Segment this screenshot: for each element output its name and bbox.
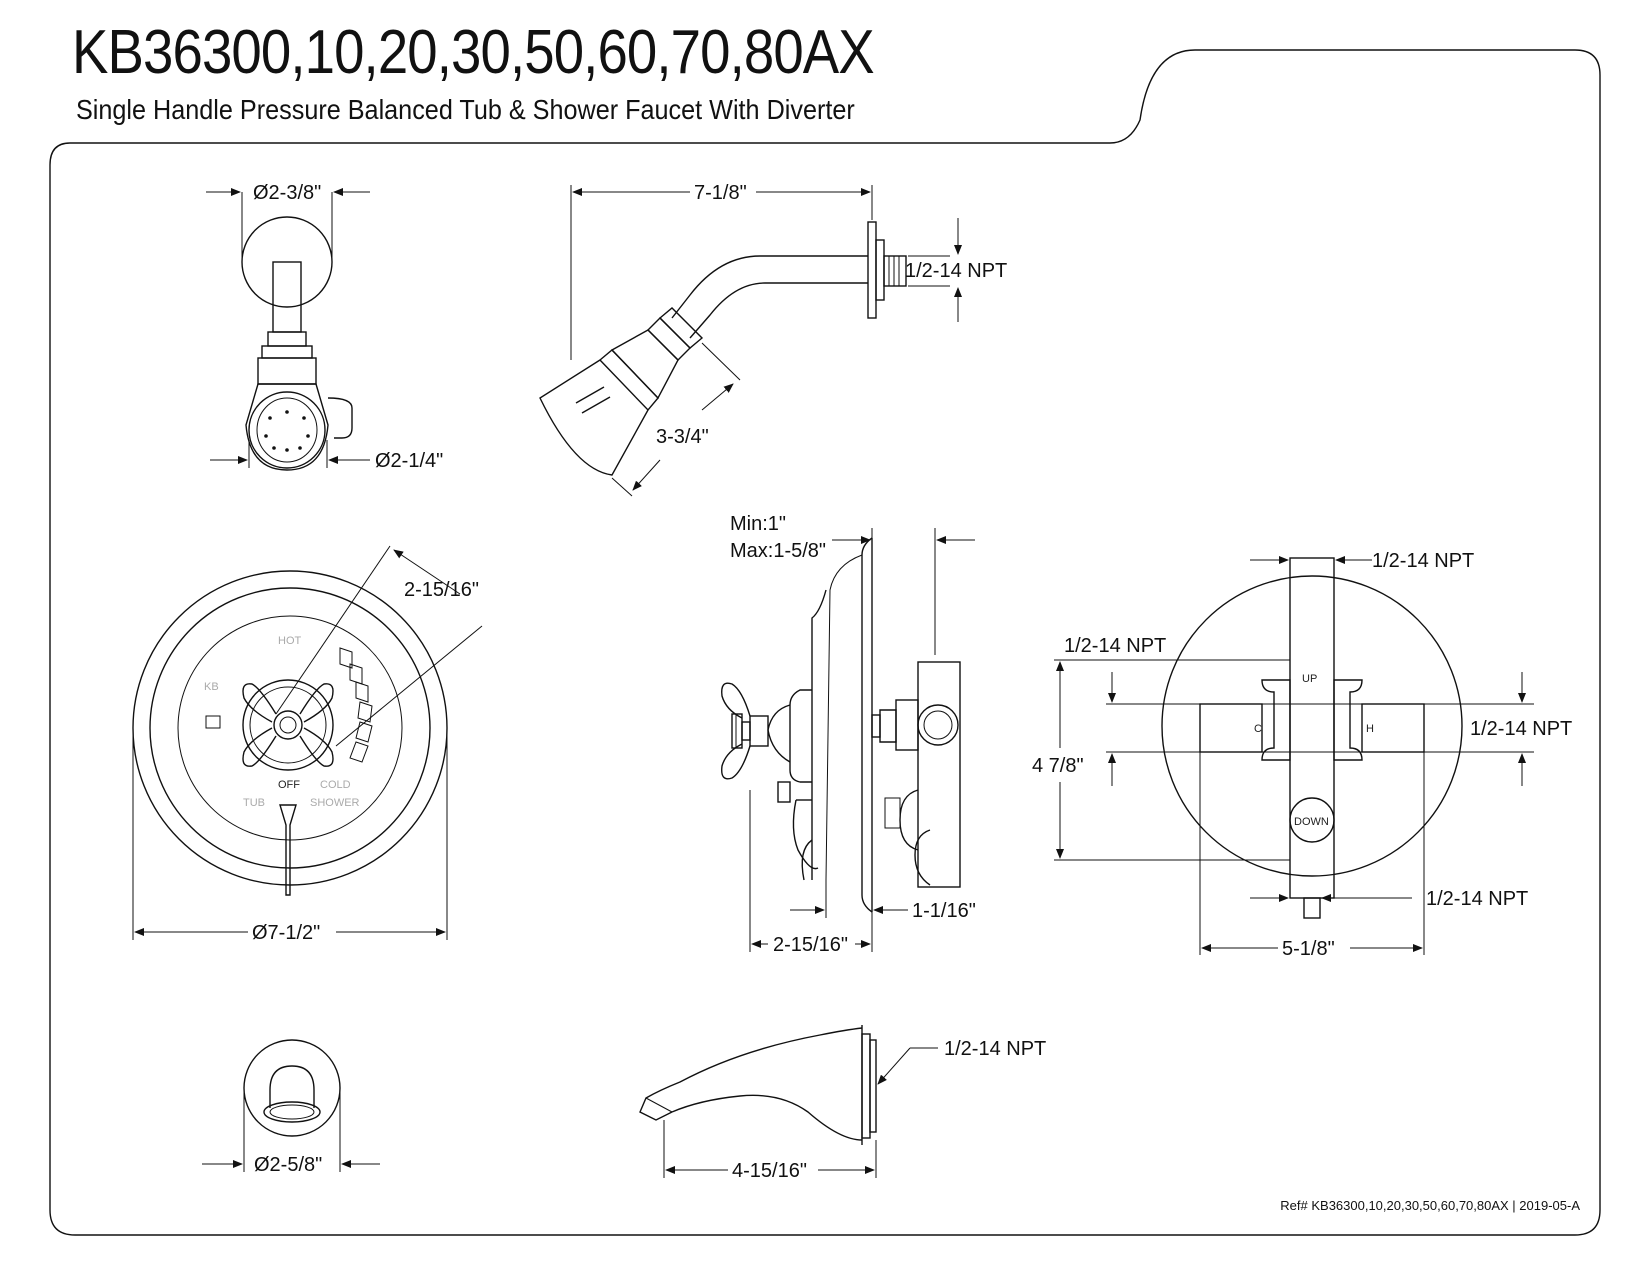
spout-length-dimension <box>663 1120 877 1178</box>
valve-up-label: UP <box>1302 673 1317 685</box>
valve-front-view <box>1161 557 1463 919</box>
spout-thread-dimension <box>877 1047 938 1085</box>
trim-tub-label: TUB <box>243 797 265 809</box>
spout-front-view <box>243 1039 341 1137</box>
valve-width-dimension <box>1199 752 1425 955</box>
arm-length-dimension <box>570 185 873 360</box>
valve-top-thread-dimension <box>1250 556 1372 880</box>
spout-flange-dimension <box>202 1090 380 1172</box>
head-height-label: 3-3/4" <box>656 426 709 448</box>
showerhead-dia-label: Ø2-1/4" <box>375 450 443 472</box>
valve-height-label: 4 7/8" <box>1032 755 1084 777</box>
showerhead-dia-dimension <box>210 440 370 468</box>
valve-height-dimension <box>1054 659 1290 861</box>
arm-thread-dimension <box>908 218 962 322</box>
valve-down-label: DOWN <box>1294 816 1329 828</box>
trim-shower-label: SHOWER <box>310 797 360 809</box>
valve-top-thread-label: 1/2-14 NPT <box>1372 550 1474 572</box>
valve-hot-label: H <box>1366 723 1374 735</box>
drawing-frame <box>49 49 1601 1236</box>
trim-plate-dia-label: Ø7-1/2" <box>252 922 320 944</box>
spout-thread-label: 1/2-14 NPT <box>944 1038 1046 1060</box>
reference-footer: Ref# KB36300,10,20,30,50,60,70,80AX | 20… <box>1280 1198 1580 1213</box>
shower-arm-side-view <box>539 221 907 476</box>
trim-plate-dia-dimension <box>132 728 448 940</box>
valve-depth-label: 2-15/16" <box>773 934 848 956</box>
valve-offset-dimension <box>790 880 908 918</box>
valve-side-view <box>721 537 961 913</box>
valve-right-thread-label: 1/2-14 NPT <box>1470 718 1572 740</box>
wall-depth-dimension <box>832 528 975 655</box>
valve-cold-label: C <box>1254 723 1262 735</box>
showerhead-front-view <box>241 216 353 471</box>
valve-depth-dimension <box>749 790 873 952</box>
product-description: Single Handle Pressure Balanced Tub & Sh… <box>76 94 855 125</box>
showerhead-flange-dia-label: Ø2-3/8" <box>253 182 321 204</box>
valve-left-thread-label: 1/2-14 NPT <box>1064 635 1166 657</box>
head-height-dimension <box>611 342 741 497</box>
model-title: KB36300,10,20,30,50,60,70,80AX <box>72 18 875 87</box>
valve-width-label: 5-1/8" <box>1282 938 1335 960</box>
trim-brand-label: KB <box>204 681 219 693</box>
trim-off-label: OFF <box>278 779 300 791</box>
spout-flange-dia-label: Ø2-5/8" <box>254 1154 322 1176</box>
arm-thread-label: 1/2-14 NPT <box>905 260 1007 282</box>
spout-side-view <box>639 1025 877 1145</box>
trim-plate-front-view <box>132 570 448 896</box>
valve-bottom-thread-label: 1/2-14 NPT <box>1426 888 1528 910</box>
handle-reach-dimension <box>275 545 483 747</box>
arm-length-label: 7-1/8" <box>694 182 747 204</box>
wall-depth-max-label: Max:1-5/8" <box>730 540 826 562</box>
wall-depth-min-label: Min:1" <box>730 513 786 535</box>
trim-cold-label: COLD <box>320 779 351 791</box>
handle-reach-label: 2-15/16" <box>404 579 479 601</box>
trim-hot-label: HOT <box>278 635 302 647</box>
valve-offset-label: 1-1/16" <box>912 900 976 922</box>
showerhead-flange-dimension <box>206 188 370 258</box>
spout-length-label: 4-15/16" <box>732 1160 807 1182</box>
valve-side-thread-dimension <box>1106 672 1534 786</box>
